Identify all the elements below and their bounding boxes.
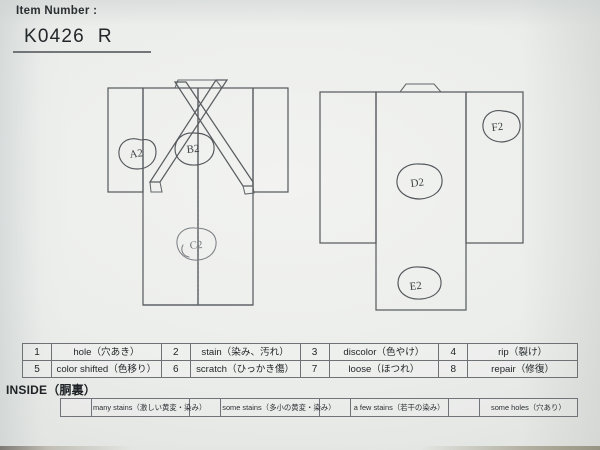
code-label: rip（裂け） xyxy=(467,343,578,361)
code-label: color shifted（色移り） xyxy=(51,360,162,378)
inside-condition-table: many stains（激しい黄変・染み） some stains（多小の黄変・… xyxy=(60,398,579,417)
mark-c2: C2 xyxy=(176,227,217,261)
table-row: 1 hole（穴あき） 2 stain（染み、汚れ） 3 discolor（色や… xyxy=(22,343,578,361)
code-label: repair（修復） xyxy=(467,360,578,378)
inside-checkbox-cell[interactable] xyxy=(318,398,351,417)
code-label: hole（穴あき） xyxy=(51,343,162,361)
code-number: 1 xyxy=(22,343,52,361)
code-label: loose（ほつれ） xyxy=(328,360,440,378)
code-number: 7 xyxy=(299,360,330,378)
inside-condition-label: some stains（多小の黄変・染み） xyxy=(220,398,336,417)
mark-b2: B2 xyxy=(174,132,215,166)
svg-text:E2: E2 xyxy=(409,280,422,293)
code-label: scratch（ひっかき傷） xyxy=(189,360,301,378)
svg-text:C2: C2 xyxy=(189,239,203,252)
item-number-underline xyxy=(13,51,151,53)
svg-text:D2: D2 xyxy=(410,176,425,190)
mark-d2: D2 xyxy=(396,163,443,200)
code-label: stain（染み、汚れ） xyxy=(189,343,301,361)
mark-f2: F2 xyxy=(482,110,521,143)
table-row: many stains（激しい黄変・染み） some stains（多小の黄変・… xyxy=(60,398,579,417)
table-row: 5 color shifted（色移り） 6 scratch（ひっかき傷） 7 … xyxy=(22,360,578,378)
svg-text:F2: F2 xyxy=(491,121,504,134)
inside-checkbox-cell[interactable] xyxy=(60,398,92,417)
inside-section-label: INSIDE（胴裏） xyxy=(6,383,97,397)
inside-checkbox-cell[interactable] xyxy=(447,398,480,417)
mark-e2: E2 xyxy=(397,266,442,300)
code-number: 6 xyxy=(160,360,191,378)
item-number-value: K0426 R xyxy=(24,26,113,47)
mark-a2: A2 xyxy=(118,138,157,170)
code-number: 3 xyxy=(299,343,330,361)
inside-condition-label: a few stains（若干の染み） xyxy=(349,398,449,417)
svg-text:A2: A2 xyxy=(129,147,144,161)
kimono-back-outline xyxy=(319,83,524,311)
code-number: 8 xyxy=(438,360,469,378)
code-number: 4 xyxy=(438,343,469,361)
code-number: 2 xyxy=(160,343,191,361)
kimono-front-collar xyxy=(148,79,255,195)
code-label: discolor（色やけ） xyxy=(328,343,440,361)
inside-condition-label: many stains（激しい黄変・染み） xyxy=(90,398,206,417)
svg-text:B2: B2 xyxy=(186,143,200,156)
item-number-label: Item Number : xyxy=(16,5,98,17)
inside-condition-label: some holes（穴あり） xyxy=(478,398,579,417)
code-number: 5 xyxy=(22,360,52,378)
damage-code-table: 1 hole（穴あき） 2 stain（染み、汚れ） 3 discolor（色や… xyxy=(22,343,578,378)
